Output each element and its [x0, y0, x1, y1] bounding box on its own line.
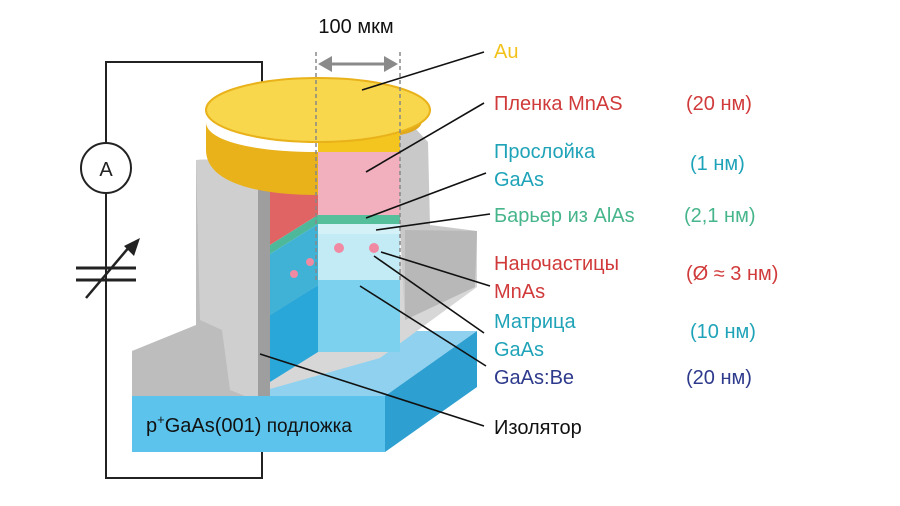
layer-label-insulator: Изолятор [494, 417, 582, 439]
substrate-label: p+GaAs(001) подложка [146, 412, 352, 437]
svg-text:Пленка MnAS: Пленка MnAS [494, 93, 623, 115]
alas-barrier-layer [318, 215, 400, 224]
svg-text:GaAs: GaAs [494, 339, 544, 361]
variable-source-icon [76, 238, 140, 299]
scale-arrow-icon [318, 56, 398, 72]
gaas-interlayer-layer [318, 224, 400, 234]
svg-text:Au: Au [494, 41, 518, 63]
nanoparticles [290, 243, 379, 278]
svg-text:Барьер из AlAs: Барьер из AlAs [494, 205, 635, 227]
value-alas-barrier: (2,1 нм) [684, 205, 755, 227]
gold-contact [205, 77, 431, 195]
layer-label-alas-barrier: Барьер из AlAs (2,1 нм) [494, 205, 755, 227]
circuit-wires [105, 61, 263, 479]
value-nanoparticles: (Ø ≈ 3 нм) [686, 263, 778, 285]
layer-label-mnas-film: Пленка MnAS (20 нм) [494, 93, 752, 115]
scale-label: 100 мкм [318, 16, 393, 38]
value-gaas-be: (20 нм) [686, 367, 752, 389]
layer-label-gaas-interlayer: Прослойка GaAs (1 нм) [494, 141, 745, 191]
leader-lines [259, 51, 491, 427]
svg-text:GaAs: GaAs [494, 169, 544, 191]
gaas-matrix-layer [318, 234, 400, 280]
scale-guides [315, 52, 401, 280]
ammeter-icon: A [80, 142, 132, 194]
gaas-be-layer [318, 280, 400, 352]
value-gaas-interlayer: (1 нм) [690, 153, 745, 175]
value-mnas-film: (20 нм) [686, 93, 752, 115]
layer-label-gaas-be: GaAs:Be (20 нм) [494, 367, 752, 389]
svg-text:Наночастицы: Наночастицы [494, 253, 619, 275]
svg-text:GaAs:Be: GaAs:Be [494, 367, 574, 389]
mesa-front-face [318, 152, 400, 352]
value-gaas-matrix: (10 нм) [690, 321, 756, 343]
mnas-film-layer [318, 152, 400, 215]
svg-text:MnAs: MnAs [494, 281, 545, 303]
svg-text:Прослойка: Прослойка [494, 141, 596, 163]
svg-text:Матрица: Матрица [494, 311, 576, 333]
layer-label-au: Au [494, 41, 518, 63]
svg-text:Изолятор: Изолятор [494, 417, 582, 439]
layer-label-nanoparticles: Наночастицы MnAs (Ø ≈ 3 нм) [494, 253, 778, 303]
layer-label-gaas-matrix: Матрица GaAs (10 нм) [494, 311, 756, 361]
ammeter-symbol: A [99, 159, 113, 181]
